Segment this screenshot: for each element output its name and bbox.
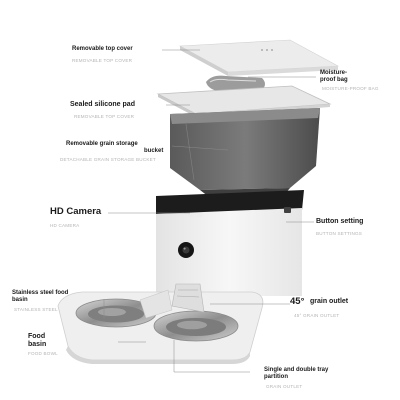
body-rim — [156, 190, 304, 214]
left-steel-basin — [75, 298, 157, 328]
label-food-basin-2: basin — [28, 341, 47, 348]
label-silicone-pad: Sealed silicone pad — [70, 101, 135, 108]
camera-lens-icon — [178, 242, 194, 258]
grain-outlet-chute — [171, 283, 205, 313]
label-button-setting: Button setting — [316, 218, 364, 225]
label-grain-outlet: grain outlet — [310, 298, 349, 305]
sublabel-hd-camera: HD CAMERA — [50, 223, 80, 228]
label-outlet-angle: 45° — [290, 296, 305, 307]
label-steel-basin-2: basin — [12, 297, 28, 303]
label-tray-partition-2: partition — [264, 374, 288, 380]
display-readout: 08:00 — [188, 213, 203, 219]
sublabel-grain-bucket: DETACHABLE GRAIN STORAGE BUCKET — [60, 157, 156, 162]
label-moisture-bag-2: proof bag — [320, 77, 348, 83]
label-steel-basin-1: Stainless steel food — [12, 290, 69, 296]
tray-partition-part — [139, 289, 173, 319]
sublabel-silicone-pad: REMOVABLE TOP COVER — [74, 114, 135, 119]
right-steel-basin — [153, 310, 239, 342]
power-button-icon — [284, 207, 291, 213]
label-grain-bucket-2: bucket — [144, 148, 164, 154]
sublabel-moisture-bag: MOISTURE-PROOF BAG — [322, 86, 379, 91]
sublabel-steel-basin: STAINLESS STEEL — [14, 307, 58, 312]
label-tray-partition-1: Single and double tray — [264, 367, 329, 373]
sublabel-grain-outlet: 45° GRAIN OUTLET — [294, 313, 340, 318]
label-food-basin-1: Food — [28, 333, 46, 340]
feeder-body — [156, 208, 302, 296]
moisture-bag-part — [206, 75, 265, 92]
sublabel-tray-partition: GRAIN OUTLET — [266, 384, 303, 389]
top-cover-part — [178, 39, 340, 76]
grain-bucket-part — [170, 108, 320, 204]
label-top-cover: Removable top cover — [72, 46, 133, 52]
leader-lines — [103, 49, 316, 373]
label-moisture-bag-1: Moisture- — [320, 70, 347, 76]
sublabel-top-cover: REMOVABLE TOP COVER — [72, 58, 133, 63]
sublabel-button-setting: BUTTON SETTINGS — [316, 231, 363, 236]
label-hd-camera: HD Camera — [50, 206, 102, 217]
label-grain-bucket-1: Removable grain storage — [66, 141, 138, 147]
sublabel-food-basin: FOOD BOWL — [28, 351, 58, 356]
